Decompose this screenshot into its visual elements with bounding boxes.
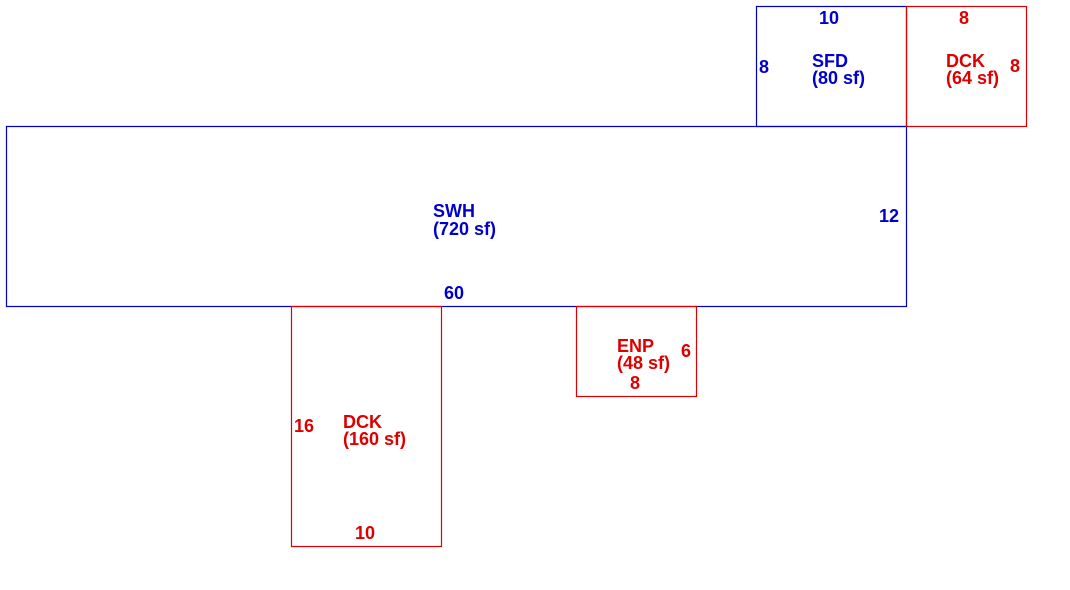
area-enp: ENP (48 sf) 6 8	[575, 305, 698, 398]
area-enp-code: ENP	[617, 336, 654, 356]
area-dck-top-dim-right: 8	[1010, 56, 1020, 76]
area-dck-top-size: (64 sf)	[946, 68, 999, 88]
area-swh-size: (720 sf)	[433, 219, 496, 239]
area-dck-bottom-code: DCK	[343, 412, 382, 432]
area-enp-dim-right: 6	[681, 341, 691, 361]
area-sfd: SFD (80 sf) 10 8	[755, 5, 908, 128]
area-swh-dim-right: 12	[879, 206, 899, 226]
area-dck-bottom-dim-bottom: 10	[355, 523, 375, 543]
area-enp-size: (48 sf)	[617, 353, 670, 373]
area-sfd-size: (80 sf)	[812, 68, 865, 88]
area-swh-outline	[5, 125, 908, 308]
area-swh: SWH (720 sf) 60 12	[5, 125, 908, 308]
area-dck-bottom-dim-left: 16	[294, 416, 314, 436]
area-dck-bottom: DCK (160 sf) 16 10	[290, 305, 443, 548]
area-dck-top-code: DCK	[946, 51, 985, 71]
area-dck-bottom-size: (160 sf)	[343, 429, 406, 449]
area-sfd-code: SFD	[812, 51, 848, 71]
area-enp-dim-bottom: 8	[630, 373, 640, 393]
area-enp-outline	[575, 305, 698, 398]
area-dck-bottom-outline	[290, 305, 443, 548]
area-dck-top: DCK (64 sf) 8 8	[905, 5, 1028, 128]
area-dck-top-dim-top: 8	[959, 8, 969, 28]
area-sfd-dim-left: 8	[759, 57, 769, 77]
area-sfd-dim-top: 10	[819, 8, 839, 28]
area-swh-code: SWH	[433, 201, 475, 221]
area-swh-dim-bottom: 60	[444, 283, 464, 303]
area-dck-top-outline	[905, 5, 1028, 128]
